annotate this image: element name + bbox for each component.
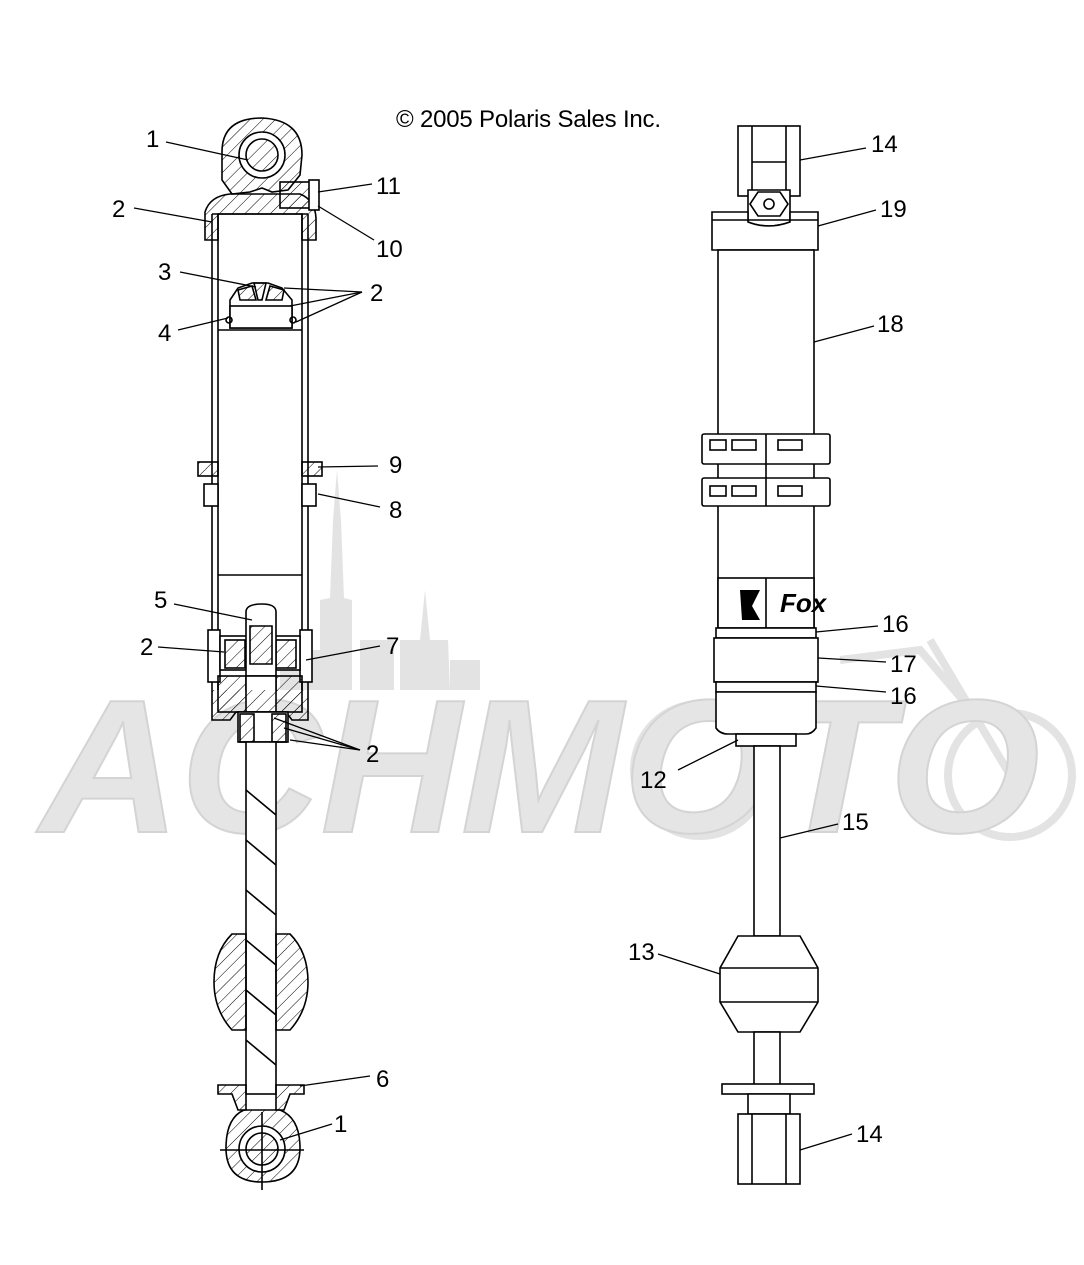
- callout-label: 17: [890, 651, 917, 678]
- shaft: [213, 741, 309, 1111]
- left-callouts: 1 2 11 10 3 2 4 9 8 5 2 7 2 6 1: [112, 126, 403, 1138]
- callout-label: 14: [871, 131, 898, 158]
- top-cap: [711, 211, 819, 251]
- right-leader-lines: [657, 147, 887, 1151]
- watermark-text: ACHMOTO: [36, 661, 1040, 873]
- logo-text: Fox: [780, 588, 828, 618]
- callout-label: 6: [376, 1066, 389, 1093]
- exterior-shaft: [753, 745, 781, 937]
- top-eyelet: [204, 117, 320, 241]
- top-bushing: [737, 125, 801, 197]
- callout-label: 19: [880, 196, 907, 223]
- callout-label: 4: [158, 320, 171, 347]
- callout-label: 18: [877, 311, 904, 338]
- right-callouts: 14 19 18 16 17 16 12 15 13 14: [628, 131, 917, 1148]
- callout-label: 16: [890, 683, 917, 710]
- callout-label: 2: [366, 741, 379, 768]
- bottom-bushing: [737, 1113, 801, 1185]
- exterior-shock-drawing: Fox: [701, 125, 831, 1185]
- bump-stop: [719, 935, 819, 1033]
- left-leader-lines: [133, 141, 381, 1141]
- callout-label: 3: [158, 259, 171, 286]
- callout-label: 11: [376, 173, 401, 200]
- callout-label: 7: [386, 633, 399, 660]
- callout-label: 13: [628, 939, 655, 966]
- callout-label: 10: [376, 236, 403, 263]
- bottom-eyelet: [220, 1109, 304, 1190]
- callout-label: 5: [154, 587, 167, 614]
- callout-label: 9: [389, 452, 402, 479]
- callout-label: 1: [146, 126, 159, 153]
- callout-label: 12: [640, 767, 667, 794]
- seal-housing: [713, 637, 819, 683]
- callout-label: 2: [140, 634, 153, 661]
- sectional-shock-drawing: [197, 117, 323, 1190]
- callout-label: 8: [389, 497, 402, 524]
- callout-label: 15: [842, 809, 869, 836]
- shock-body: [197, 213, 323, 743]
- callout-label: 14: [856, 1121, 883, 1148]
- watermark: ACHMOTO: [35, 470, 1076, 874]
- callout-label: 16: [882, 611, 909, 638]
- callout-label: 2: [112, 196, 125, 223]
- copyright-text: © 2005 Polaris Sales Inc.: [396, 106, 661, 133]
- callout-label: 1: [334, 1111, 347, 1138]
- callout-label: 2: [370, 280, 383, 307]
